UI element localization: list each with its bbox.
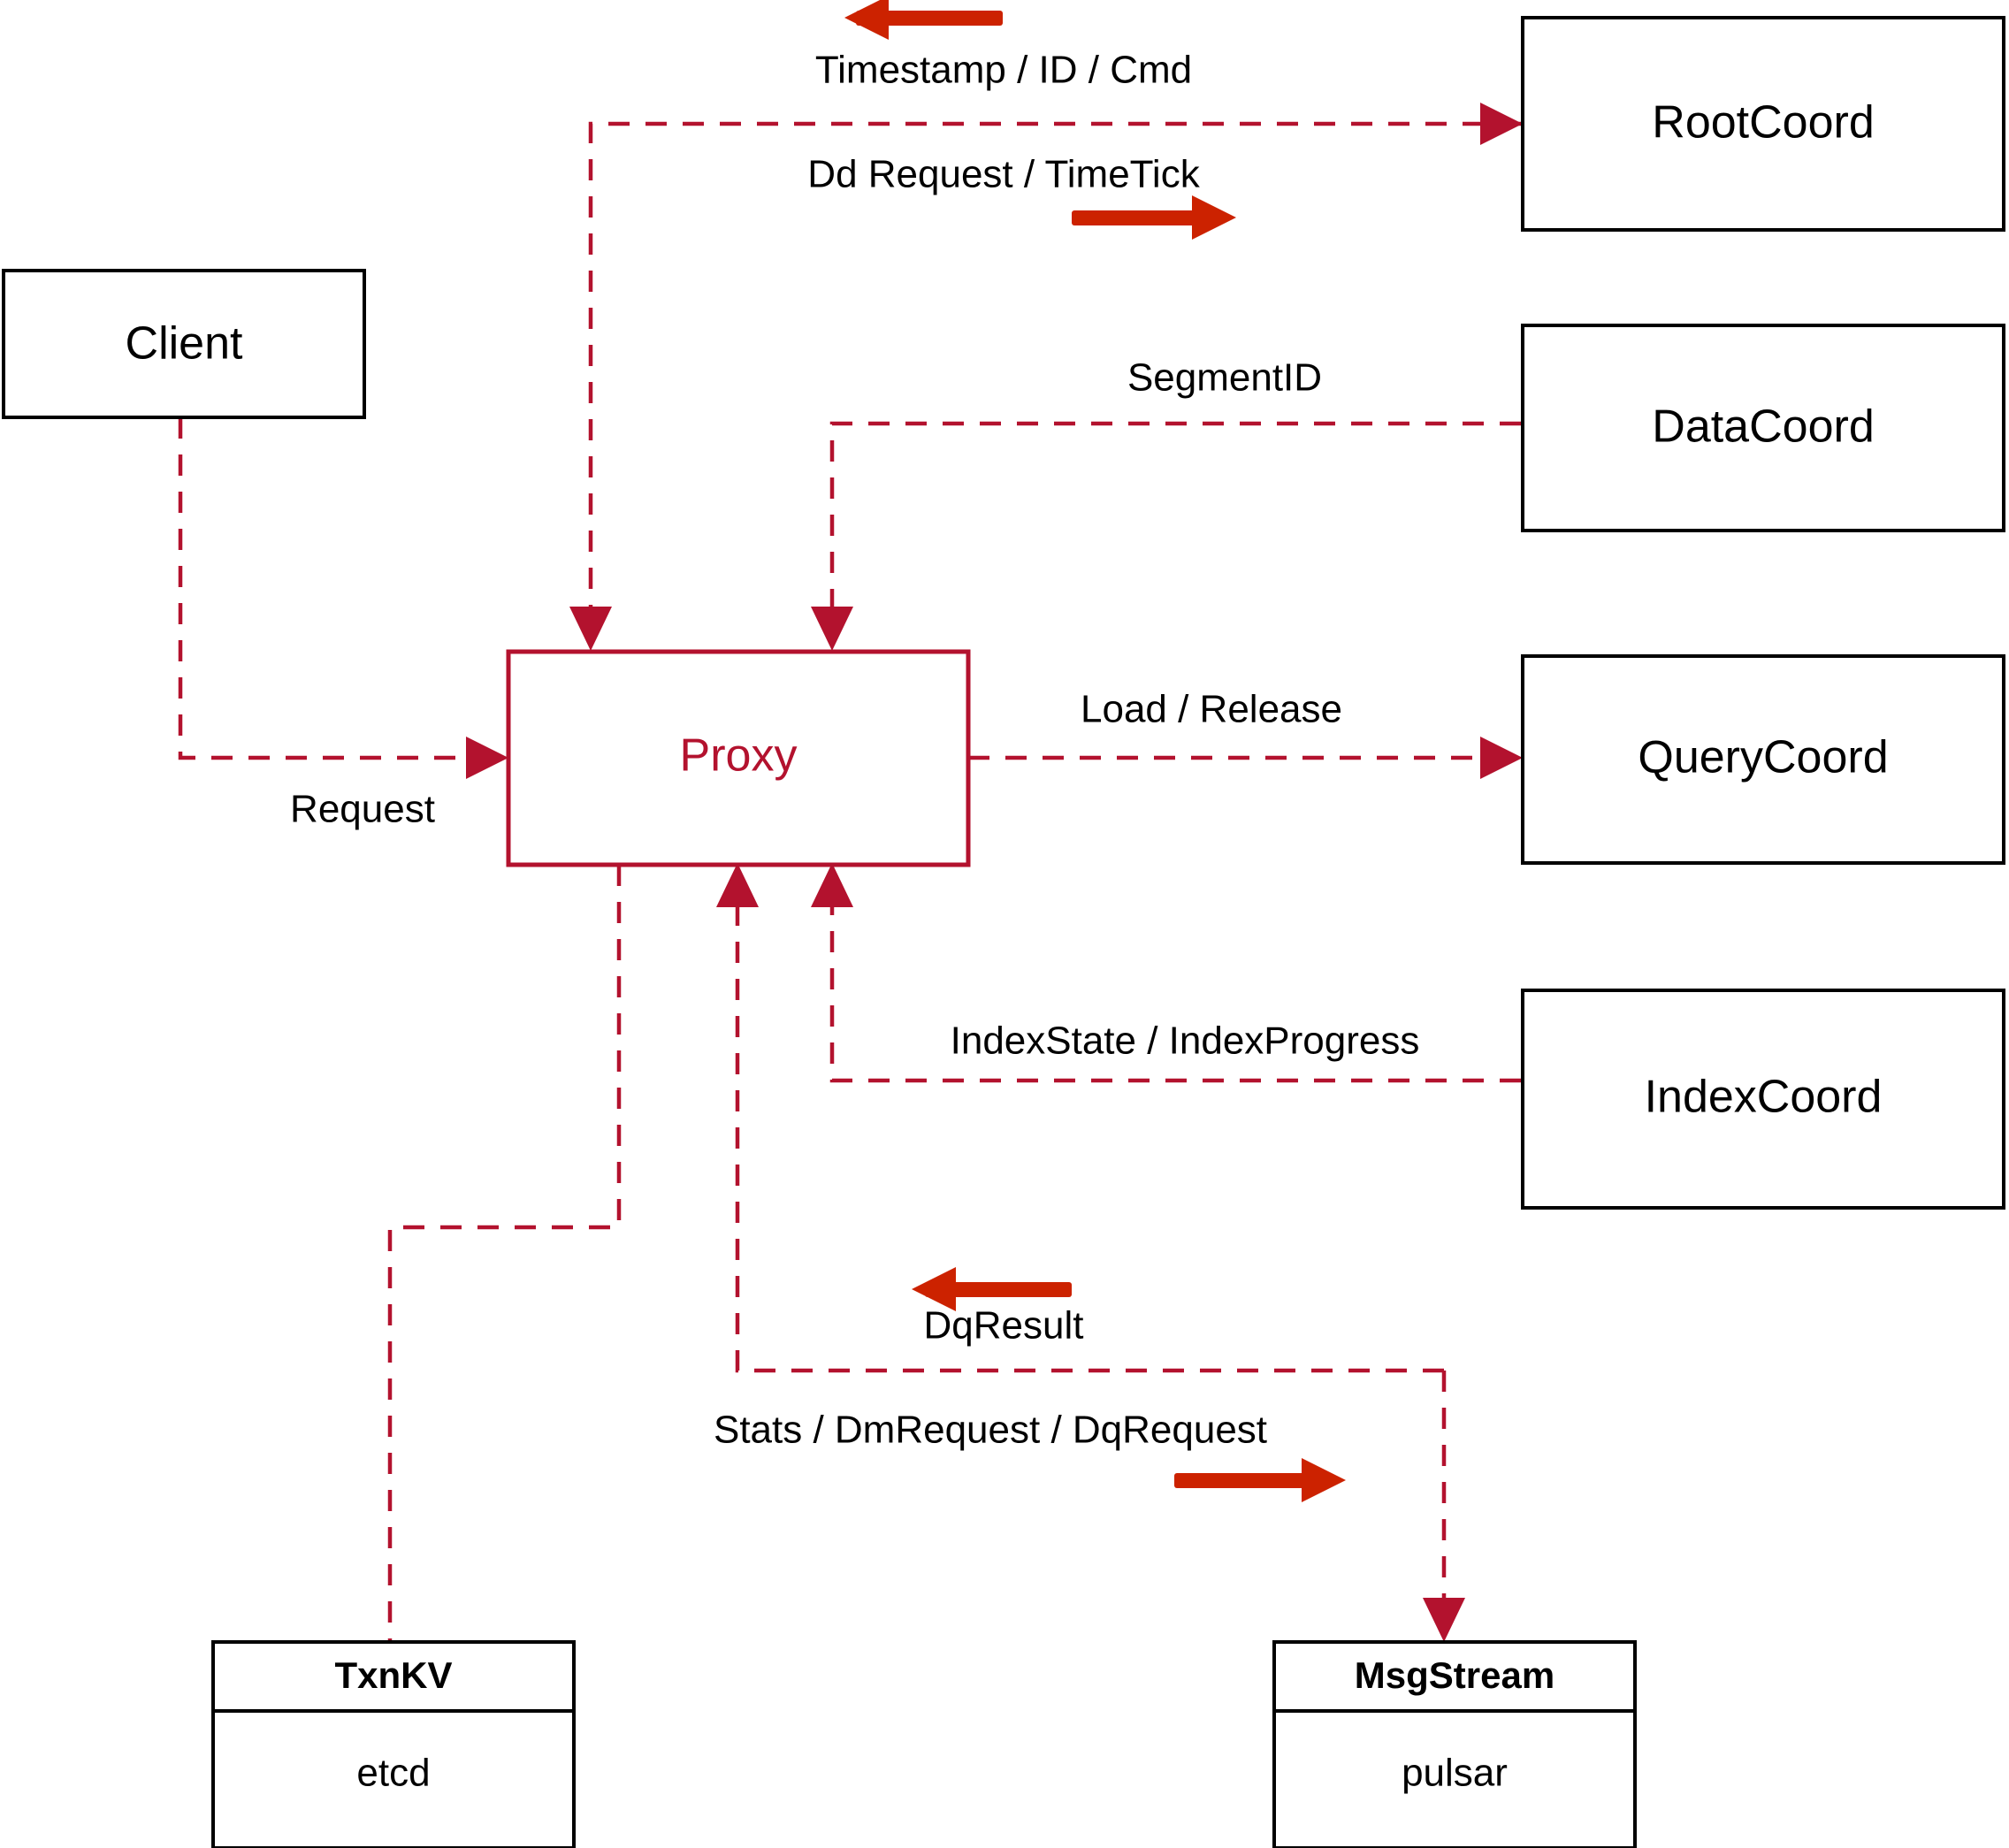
node-rootcoord-label: RootCoord <box>1652 97 1874 149</box>
edge-indexcoord-to-proxy <box>811 863 1521 1083</box>
node-txnkv-box[interactable] <box>211 1640 576 1848</box>
edge-indexcoord-to-proxy-line <box>829 895 1521 1083</box>
edge-proxy-to-msgstream-arrowhead <box>1423 1598 1465 1642</box>
edge-msgstream-to-proxy-line <box>735 895 1444 1373</box>
direction-arrow-timestamp-id-cmd <box>844 0 1003 40</box>
node-querycoord-box[interactable] <box>1521 654 2005 865</box>
node-client-label: Client <box>126 318 243 370</box>
edge-client-to-proxy-arrowhead <box>466 737 508 779</box>
edge-rootcoord-to-proxy <box>569 103 1523 651</box>
node-msgstream-impl: pulsar <box>1402 1752 1508 1795</box>
edge-label-load-release: Load / Release <box>1081 688 1342 731</box>
edge-proxy-to-rootcoord-arrowhead <box>1480 103 1523 145</box>
edge-label-request: Request <box>290 788 435 831</box>
node-datacoord-label: DataCoord <box>1652 401 1874 453</box>
node-datacoord-box[interactable] <box>1521 324 2005 532</box>
edge-datacoord-to-proxy-arrowhead <box>811 607 853 651</box>
edge-msgstream-to-proxy <box>716 863 1444 1373</box>
edge-label-timestamp-id-cmd: Timestamp / ID / Cmd <box>815 49 1192 92</box>
edge-msgstream-to-proxy-arrowhead <box>716 863 759 907</box>
node-msgstream-box[interactable] <box>1272 1640 1637 1848</box>
edge-proxy-to-msgstream <box>1423 1371 1465 1642</box>
edge-rootcoord-to-proxy-arrowhead <box>569 607 612 651</box>
edge-indexcoord-to-proxy-arrowhead <box>811 863 853 907</box>
node-txnkv-title: TxnKV <box>334 1654 452 1696</box>
node-txnkv-impl: etcd <box>356 1752 430 1795</box>
node-proxy[interactable]: Proxy <box>506 649 971 867</box>
edge-proxy-to-txnkv <box>387 865 622 1640</box>
edge-proxy-to-txnkv-line <box>387 865 622 1640</box>
node-indexcoord[interactable]: IndexCoord <box>1521 989 2005 1210</box>
edge-proxy-to-querycoord-arrowhead <box>1480 737 1523 779</box>
node-client[interactable]: Client <box>2 269 366 419</box>
node-proxy-box[interactable] <box>506 649 971 867</box>
edge-label-dqresult: DqResult <box>924 1304 1084 1348</box>
node-indexcoord-box[interactable] <box>1521 989 2005 1210</box>
edge-label-segmentid: SegmentID <box>1127 356 1322 400</box>
node-client-box[interactable] <box>2 269 366 419</box>
node-rootcoord[interactable]: RootCoord <box>1521 16 2005 232</box>
edge-label-dd-request-timetick: Dd Request / TimeTick <box>807 153 1200 196</box>
node-txnkv[interactable]: TxnKV etcd <box>211 1640 576 1848</box>
edge-datacoord-to-proxy-line <box>829 421 1521 619</box>
direction-arrow-dd-request-timetick <box>1072 195 1236 240</box>
edge-label-stats-dmrequest-dqrequest: Stats / DmRequest / DqRequest <box>714 1409 1267 1452</box>
node-datacoord[interactable]: DataCoord <box>1521 324 2005 532</box>
edge-client-to-proxy <box>178 417 508 779</box>
direction-arrow-stats-dmrequest-dqrequest <box>1174 1458 1346 1502</box>
edge-client-to-proxy-line <box>178 417 474 760</box>
edge-label-indexstate-indexprogress: IndexState / IndexProgress <box>951 1019 1420 1063</box>
node-msgstream[interactable]: MsgStream pulsar <box>1272 1640 1637 1848</box>
node-msgstream-title: MsgStream <box>1355 1654 1554 1696</box>
direction-arrow-dqresult <box>912 1267 1072 1311</box>
node-querycoord-label: QueryCoord <box>1638 732 1888 783</box>
node-proxy-label: Proxy <box>680 730 798 782</box>
node-querycoord[interactable]: QueryCoord <box>1521 654 2005 865</box>
node-rootcoord-box[interactable] <box>1521 16 2005 232</box>
edge-proxy-to-querycoord <box>968 737 1523 779</box>
node-indexcoord-label: IndexCoord <box>1645 1072 1883 1123</box>
edge-rootcoord-to-proxy-line <box>588 121 1521 619</box>
edge-datacoord-to-proxy <box>811 421 1521 651</box>
